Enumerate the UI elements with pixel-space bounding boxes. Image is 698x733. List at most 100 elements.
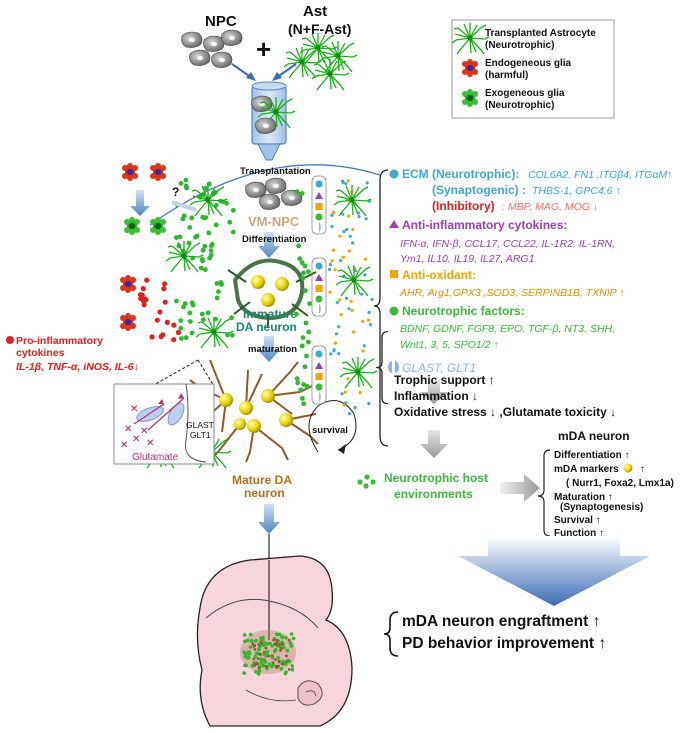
dot: [209, 241, 215, 247]
dot: [347, 307, 351, 311]
dot: [141, 302, 147, 308]
dot: [162, 299, 168, 305]
dot: [363, 273, 367, 277]
legend-astrocyte-label: Transplanted Astrocyte: [485, 28, 596, 39]
mda-brace: [537, 449, 551, 537]
dot: [246, 656, 250, 660]
dot: [331, 210, 336, 215]
dot: [299, 191, 305, 196]
dot: [299, 343, 305, 349]
dot: [296, 243, 301, 249]
dot: [361, 349, 365, 353]
dot: [346, 179, 350, 183]
dot: [178, 325, 184, 331]
dot: [257, 666, 261, 670]
ecm-genes: COL6A2, FN1 ,ITGβ4, ITGαM↑: [528, 169, 672, 181]
dot: [340, 392, 344, 396]
dot: [162, 281, 168, 287]
dot: [274, 658, 277, 661]
dot: [242, 671, 246, 675]
dot: [280, 662, 284, 666]
dot: [341, 212, 345, 216]
dot: [216, 289, 221, 294]
mda-survival: Survival ↑: [554, 515, 601, 526]
dot: [179, 336, 184, 341]
dot: [261, 663, 266, 668]
dot: [349, 299, 353, 303]
dot: [294, 311, 299, 317]
dot: [201, 215, 207, 221]
dot: [291, 636, 296, 641]
neurotrophic-line2: Wnt1, 3, 5, SPO1/2 ↑: [400, 339, 499, 351]
dot: [328, 267, 332, 271]
dot: [267, 662, 272, 667]
dot: [268, 641, 272, 646]
dot: [277, 659, 281, 663]
dot: [353, 405, 357, 410]
dot: [227, 219, 233, 225]
dot: [330, 213, 334, 217]
dot: [350, 308, 354, 312]
effect-oxidative: Oxidative stress ↓ ,Glutamate toxicity ↓: [394, 405, 616, 419]
legend-exogenous-label: Exogeneous glia: [485, 88, 565, 99]
mda-differentiation: Differentiation ↑: [554, 450, 630, 461]
red-dot-field: [137, 277, 181, 343]
dot: [346, 377, 350, 381]
dot: [298, 387, 304, 393]
dot: [181, 304, 186, 310]
dot: [189, 300, 195, 306]
dot: [259, 660, 264, 664]
outcome-brace: [383, 611, 399, 657]
dot: [363, 257, 368, 261]
dot: [280, 642, 284, 646]
dot: [342, 230, 346, 234]
proinflam-bullet-icon: [6, 336, 14, 344]
dot: [225, 332, 230, 338]
dot: [354, 269, 358, 273]
antiinflam-bullet-icon: [389, 220, 399, 228]
antiinflam-line1: IFN-α, IFN-β, CCL17, CCL22, IL-1R2, IL-1…: [400, 238, 615, 250]
dot: [341, 181, 345, 185]
dot: [295, 380, 301, 386]
dot: [265, 665, 269, 669]
legend-endogenous-label: Endogeneous glia: [485, 58, 572, 69]
mda-title: mDA neuron: [558, 429, 630, 443]
synaptogenic-label: (Synaptogenic) :: [432, 183, 526, 197]
dot: [189, 330, 195, 336]
dot: [289, 644, 294, 648]
factor-brace: [373, 169, 389, 447]
dot: [347, 412, 352, 416]
glast-glt1-label: GLAST, GLT1: [402, 361, 476, 375]
dot: [351, 241, 355, 245]
dot: [273, 648, 278, 652]
gray-arrow-2: [420, 430, 448, 458]
dot: [214, 281, 220, 286]
neurotrophic-bullet-icon: [389, 306, 399, 316]
dot: [339, 259, 343, 263]
dot: [330, 259, 334, 263]
ecm-bullet-icon: [389, 169, 399, 179]
dot: [208, 252, 214, 258]
dot: [346, 214, 351, 218]
outcome-line2: PD behavior improvement ↑: [402, 635, 606, 652]
dot: [175, 329, 181, 336]
host-line2: environments: [394, 487, 473, 501]
ast-sub-label: (N+F-Ast): [288, 21, 351, 37]
brain-section: [196, 555, 353, 727]
dot: [257, 647, 261, 652]
dot: [339, 313, 343, 317]
glast-label: GLAST: [186, 420, 214, 430]
dot: [331, 248, 336, 252]
dot: [202, 243, 208, 249]
immature-da-cluster: [227, 258, 317, 328]
mature-label-1: Mature DA: [232, 473, 292, 487]
dot: [270, 644, 274, 648]
dot: [361, 319, 365, 323]
antiinflam-line2: Ym1, IL10, IL19, IL27, ARG1: [400, 253, 534, 265]
dot: [306, 269, 311, 274]
dot: [178, 318, 184, 323]
dot: [214, 295, 220, 301]
dot: [218, 280, 224, 285]
legend: Transplanted Astrocyte (Neurotrophic) En…: [451, 19, 615, 119]
syringe-tube: [251, 81, 296, 161]
